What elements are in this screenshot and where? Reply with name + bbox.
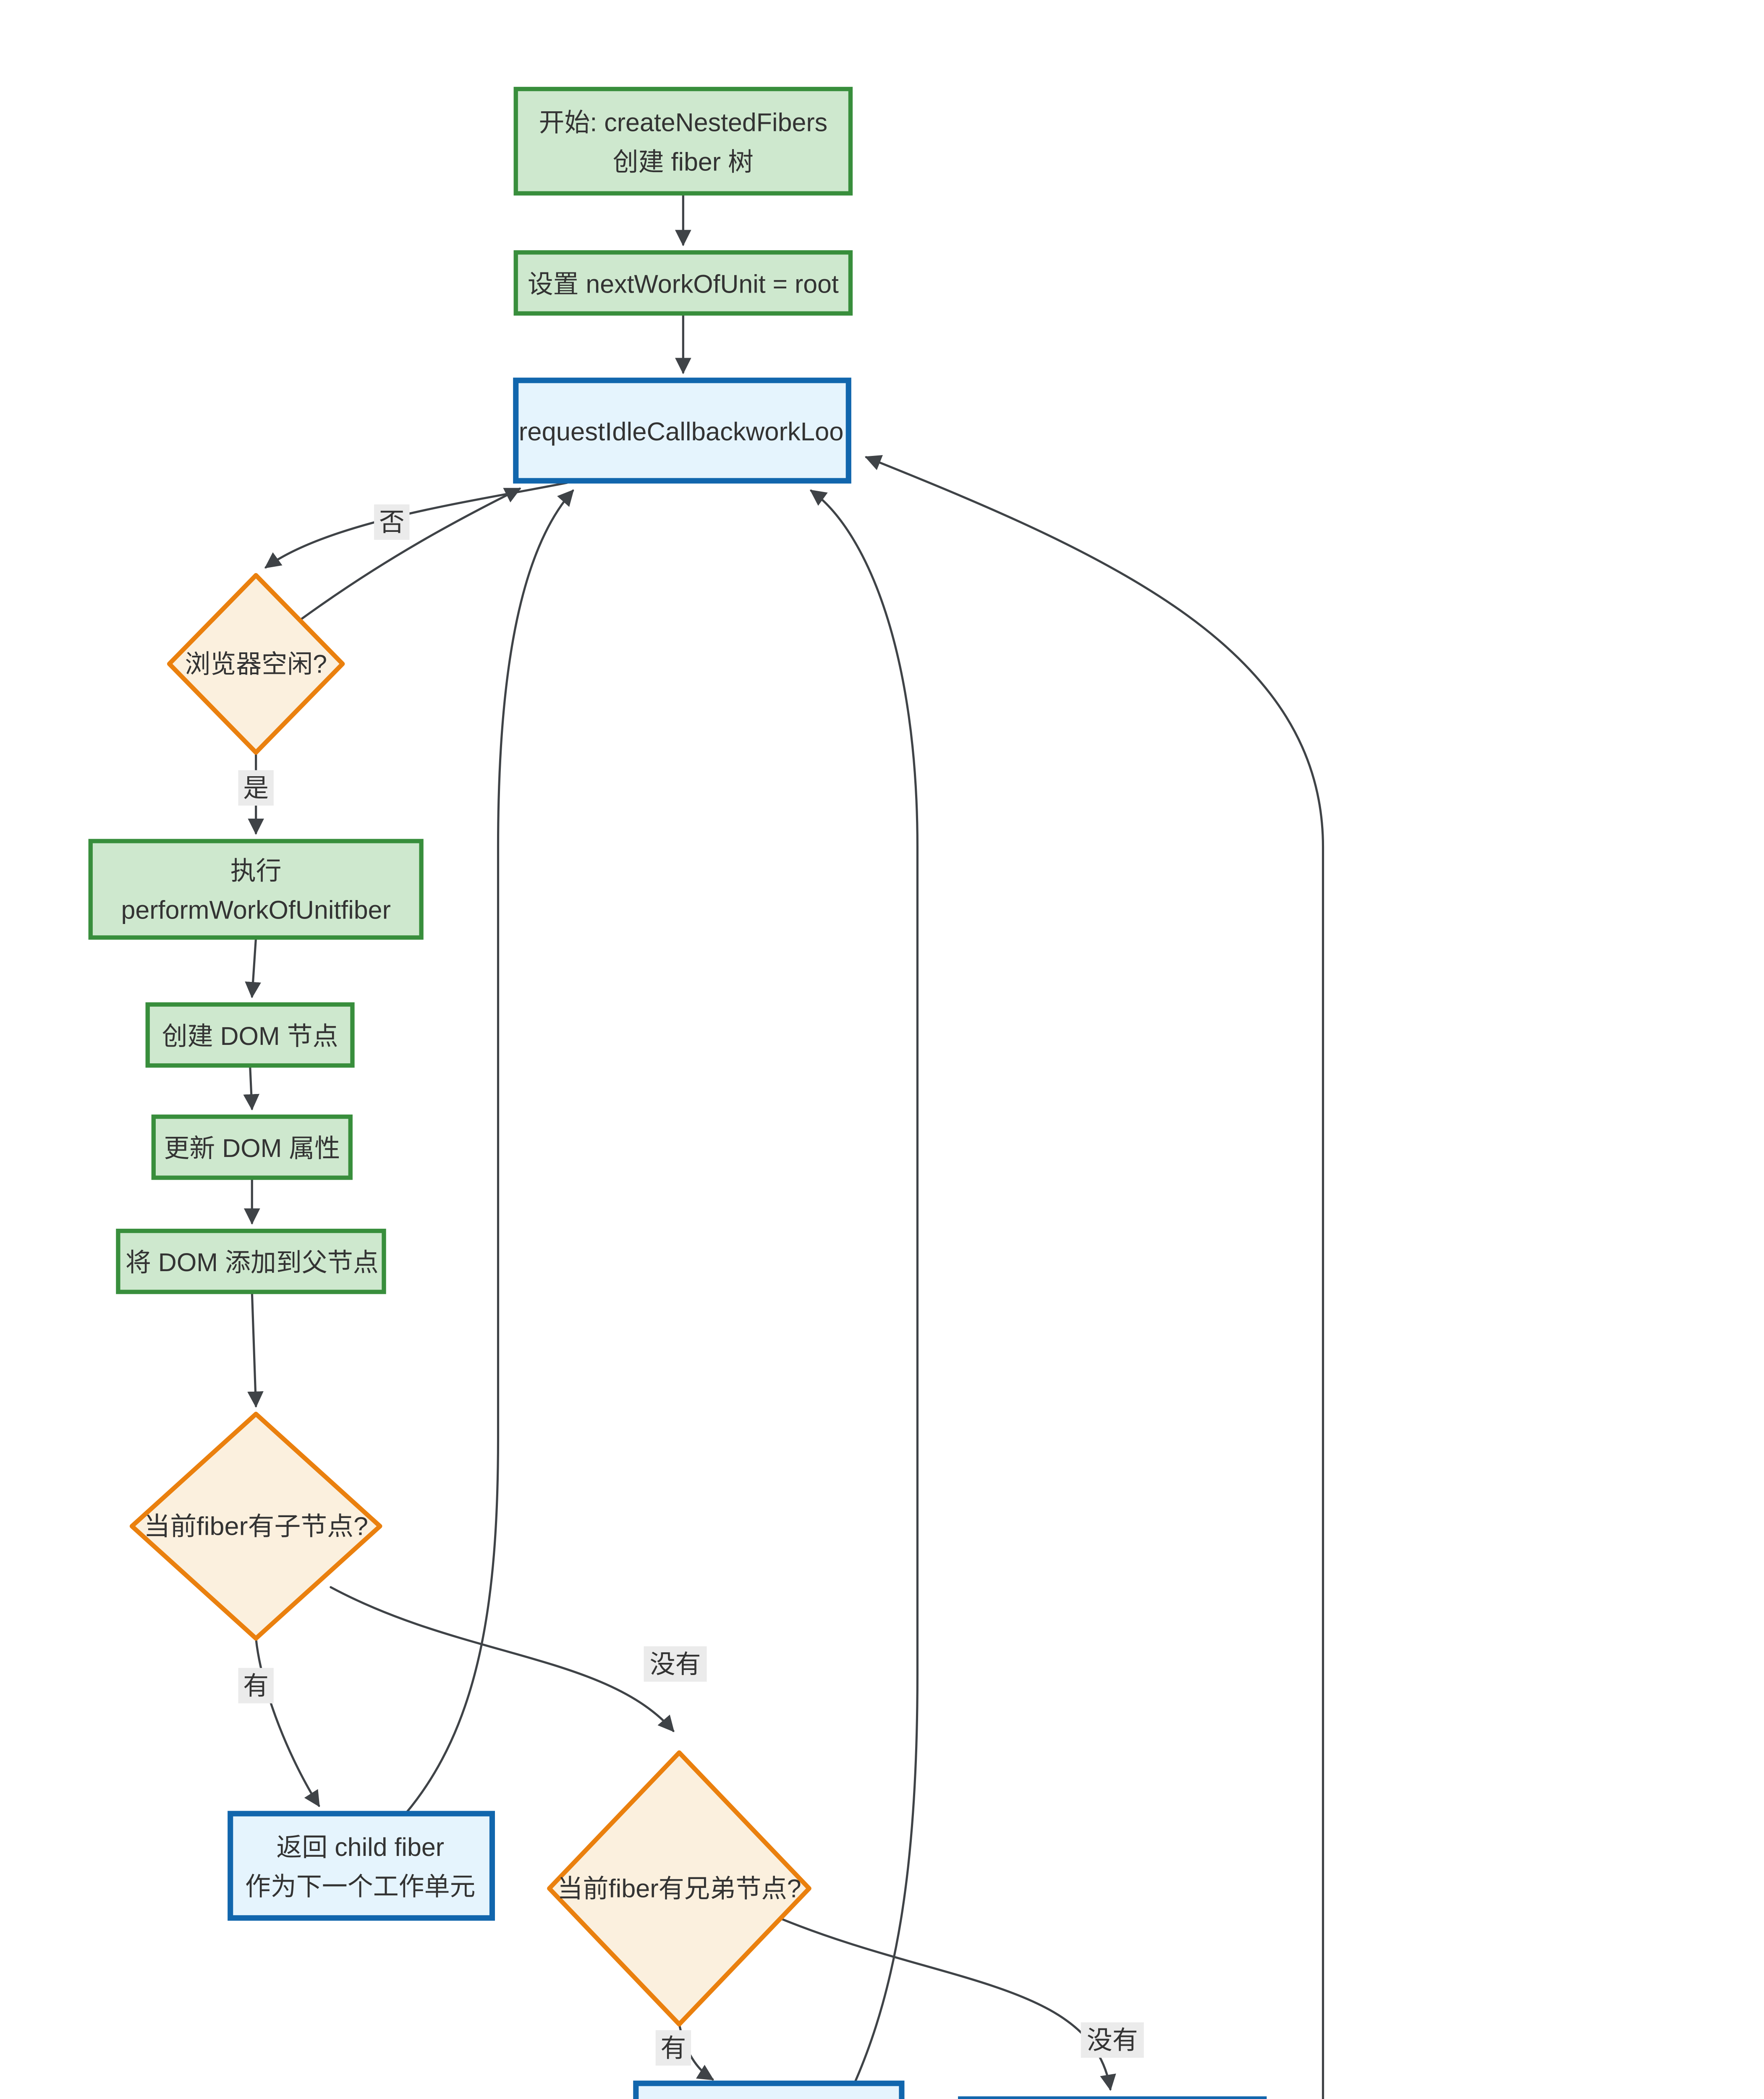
edge-label-sibling-no-text: 没有 — [1087, 2026, 1138, 2055]
node-update-dom-props-label: 更新 DOM 属性 — [164, 1134, 340, 1162]
node-start-box — [513, 86, 853, 196]
edge-browser-idle-no-loop — [298, 487, 521, 622]
node-set-next-box — [513, 250, 853, 316]
edge-label-idle-yes-text: 是 — [243, 774, 269, 802]
node-perform-work-label2: performWorkOfUnitfiber — [121, 896, 390, 924]
node-append-dom-box — [116, 1228, 386, 1294]
node-return-child-label: 返回 child fiber — [276, 1833, 444, 1861]
node-has-sibling: 当前fiber有兄弟节点? — [547, 1750, 811, 2027]
node-browser-idle: 浏览器空闲? — [167, 573, 345, 755]
node-perform-work-label: 执行 — [230, 856, 282, 885]
node-browser-idle-diamond — [167, 573, 345, 755]
node-append-dom-label: 将 DOM 添加到父节点 — [126, 1248, 379, 1277]
edge-return-sibling-loop — [810, 489, 919, 2085]
node-create-dom-box — [145, 1002, 355, 1068]
node-perform-work-box — [88, 839, 424, 940]
node-return-sibling-box — [633, 2081, 905, 2099]
node-has-child: 当前fiber有子节点? — [129, 1411, 382, 1641]
edge-label-idle-yes: 是 — [238, 770, 274, 806]
node-request-idle-label: requestIdleCallbackworkLoo — [519, 417, 844, 446]
edge-perform-to-create-dom — [245, 936, 261, 998]
edge-append-dom-to-has-child — [247, 1290, 264, 1408]
node-start-label2: 创建 fiber 树 — [613, 148, 754, 176]
edge-request-idle-to-browser-idle — [264, 482, 568, 569]
node-request-idle-box — [513, 377, 851, 484]
node-update-dom-props: 更新 DOM 属性 — [151, 1114, 353, 1180]
edge-label-child-no-text: 没有 — [650, 1650, 701, 1678]
node-return-child-label2: 作为下一个工作单元 — [245, 1872, 476, 1901]
edge-label-sibling-no: 没有 — [1081, 2022, 1144, 2058]
nodes-layer: 开始: createNestedFibers 创建 fiber 树 设置 nex… — [88, 86, 1267, 2099]
node-has-child-label: 当前fiber有子节点? — [144, 1512, 368, 1541]
node-start-label: 开始: createNestedFibers — [539, 108, 828, 137]
node-update-dom-props-box — [151, 1114, 353, 1180]
node-create-dom: 创建 DOM 节点 — [145, 1002, 355, 1068]
node-set-next-label: 设置 nextWorkOfUnit = root — [528, 270, 839, 298]
edge-labels-layer: 否 是 有 没有 有 没有 是 否 — [238, 504, 1144, 2066]
node-request-idle: requestIdleCallbackworkLoo — [513, 377, 851, 484]
edge-label-child-yes-text: 有 — [243, 1671, 269, 1700]
edge-label-child-yes: 有 — [238, 1668, 274, 1704]
node-return-child: 返回 child fiber 作为下一个工作单元 — [228, 1811, 495, 1921]
edge-has-child-no — [330, 1586, 675, 1733]
edge-label-child-no: 没有 — [644, 1646, 707, 1682]
node-has-sibling-label: 当前fiber有兄弟节点? — [557, 1874, 801, 1903]
edge-return-found-loop — [864, 455, 1324, 2099]
edge-has-child-yes — [255, 1637, 320, 1807]
edge-return-child-loop — [404, 489, 574, 1815]
node-append-dom: 将 DOM 添加到父节点 — [116, 1228, 386, 1294]
node-perform-work: 执行 performWorkOfUnitfiber — [88, 839, 424, 940]
edge-label-sibling-yes: 有 — [655, 2030, 691, 2066]
node-return-child-box — [228, 1811, 495, 1921]
node-create-dom-label: 创建 DOM 节点 — [162, 1022, 338, 1050]
node-browser-idle-label: 浏览器空闲? — [185, 649, 327, 678]
edge-has-sibling-no — [769, 1913, 1116, 2091]
edge-create-dom-to-update-props — [243, 1064, 260, 1111]
edge-label-sibling-yes-text: 有 — [660, 2034, 686, 2062]
node-start: 开始: createNestedFibers 创建 fiber 树 — [513, 86, 853, 196]
node-has-sibling-diamond — [547, 1750, 811, 2027]
edge-label-idle-no: 否 — [374, 504, 410, 540]
node-has-child-diamond — [129, 1411, 382, 1641]
edge-label-idle-no-text: 否 — [379, 508, 405, 537]
node-return-sibling: 返回 sibling fiber 作为下一个工作单元 — [633, 2081, 905, 2099]
node-set-next: 设置 nextWorkOfUnit = root — [513, 250, 853, 316]
